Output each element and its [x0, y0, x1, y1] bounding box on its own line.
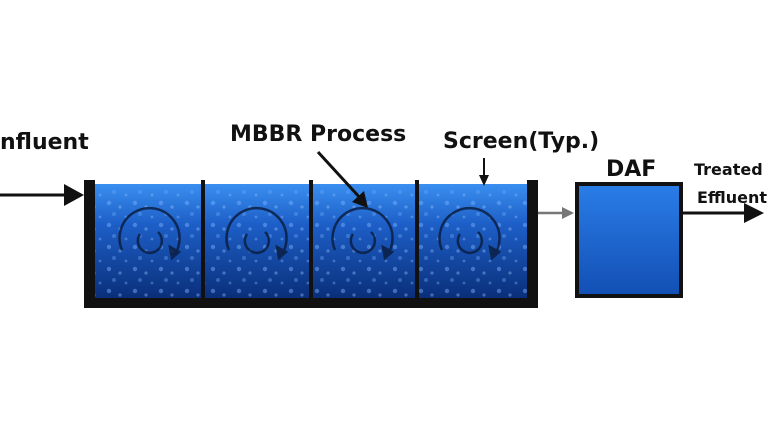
- daf-label: DAF: [606, 157, 657, 182]
- treated-label-line1: Treated: [694, 160, 763, 179]
- treated-label-line2: Effluent: [697, 188, 768, 207]
- circular-flow-arrow-icon: [438, 206, 502, 261]
- circular-flow-arrow-icon: [331, 206, 395, 261]
- circular-flow-arrows: [118, 206, 502, 261]
- influent-arrow: [0, 184, 84, 206]
- screen-label: Screen(Typ.): [443, 129, 600, 154]
- tank-to-daf-connector: [538, 207, 574, 219]
- influent-label: nfluent: [0, 130, 89, 155]
- mbbr-process-label: MBBR Process: [230, 122, 407, 147]
- circular-flow-arrow-icon: [118, 206, 182, 261]
- process-pointer-arrow: [316, 150, 368, 208]
- circular-flow-arrow-icon: [225, 206, 289, 261]
- chamber-dividers: [201, 180, 419, 298]
- daf-unit: [575, 182, 683, 298]
- mbbr-tank-walls: [84, 180, 538, 308]
- screen-pointer-arrow: [479, 158, 489, 186]
- treated-effluent-arrow: [683, 203, 764, 223]
